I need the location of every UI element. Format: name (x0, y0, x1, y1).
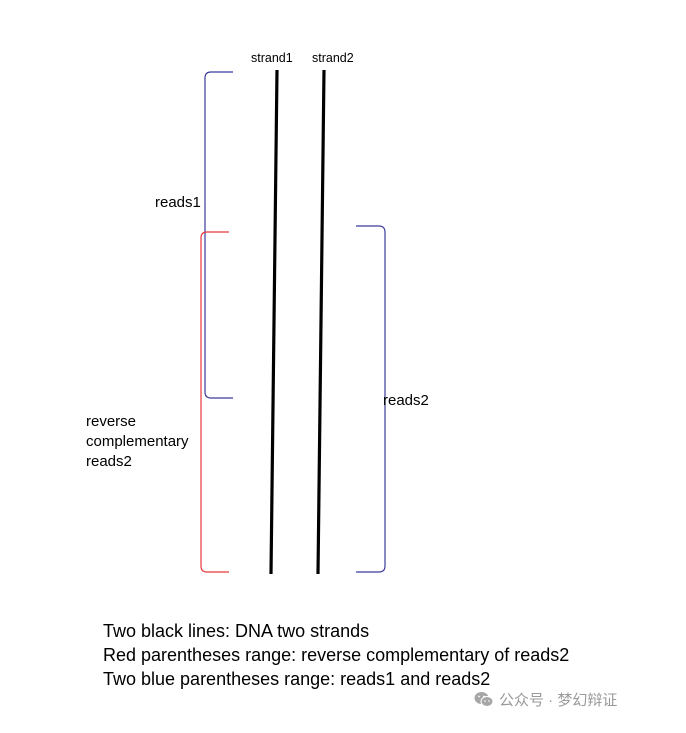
reverse-complementary-label-line3: reads2 (86, 453, 132, 470)
reads2-label: reads2 (383, 392, 429, 409)
reads2-blue-bracket (356, 225, 386, 573)
legend: Two black lines: DNA two strands Red par… (103, 619, 569, 691)
reverse-complementary-red-bracket (200, 231, 229, 573)
legend-line-red-bracket: Red parentheses range: reverse complemen… (103, 645, 570, 665)
strand1-label: strand1 (251, 51, 293, 65)
legend-line-strands: Two black lines: DNA two strands (103, 621, 370, 641)
reads1-label: reads1 (155, 194, 201, 211)
watermark: 公众号 · 梦幻辩证 (474, 689, 617, 710)
strand2-line (316, 69, 326, 575)
watermark-text: 公众号 · 梦幻辩证 (499, 692, 618, 709)
strand2-label: strand2 (312, 51, 354, 65)
reads1-blue-bracket (204, 71, 233, 399)
wechat-icon (474, 692, 494, 707)
strand1-line (269, 69, 279, 575)
reverse-complementary-label-line1: reverse (86, 413, 136, 430)
legend-line-blue-brackets: Two blue parentheses range: reads1 and r… (103, 669, 491, 689)
reverse-complementary-label-line2: complementary (86, 433, 189, 450)
